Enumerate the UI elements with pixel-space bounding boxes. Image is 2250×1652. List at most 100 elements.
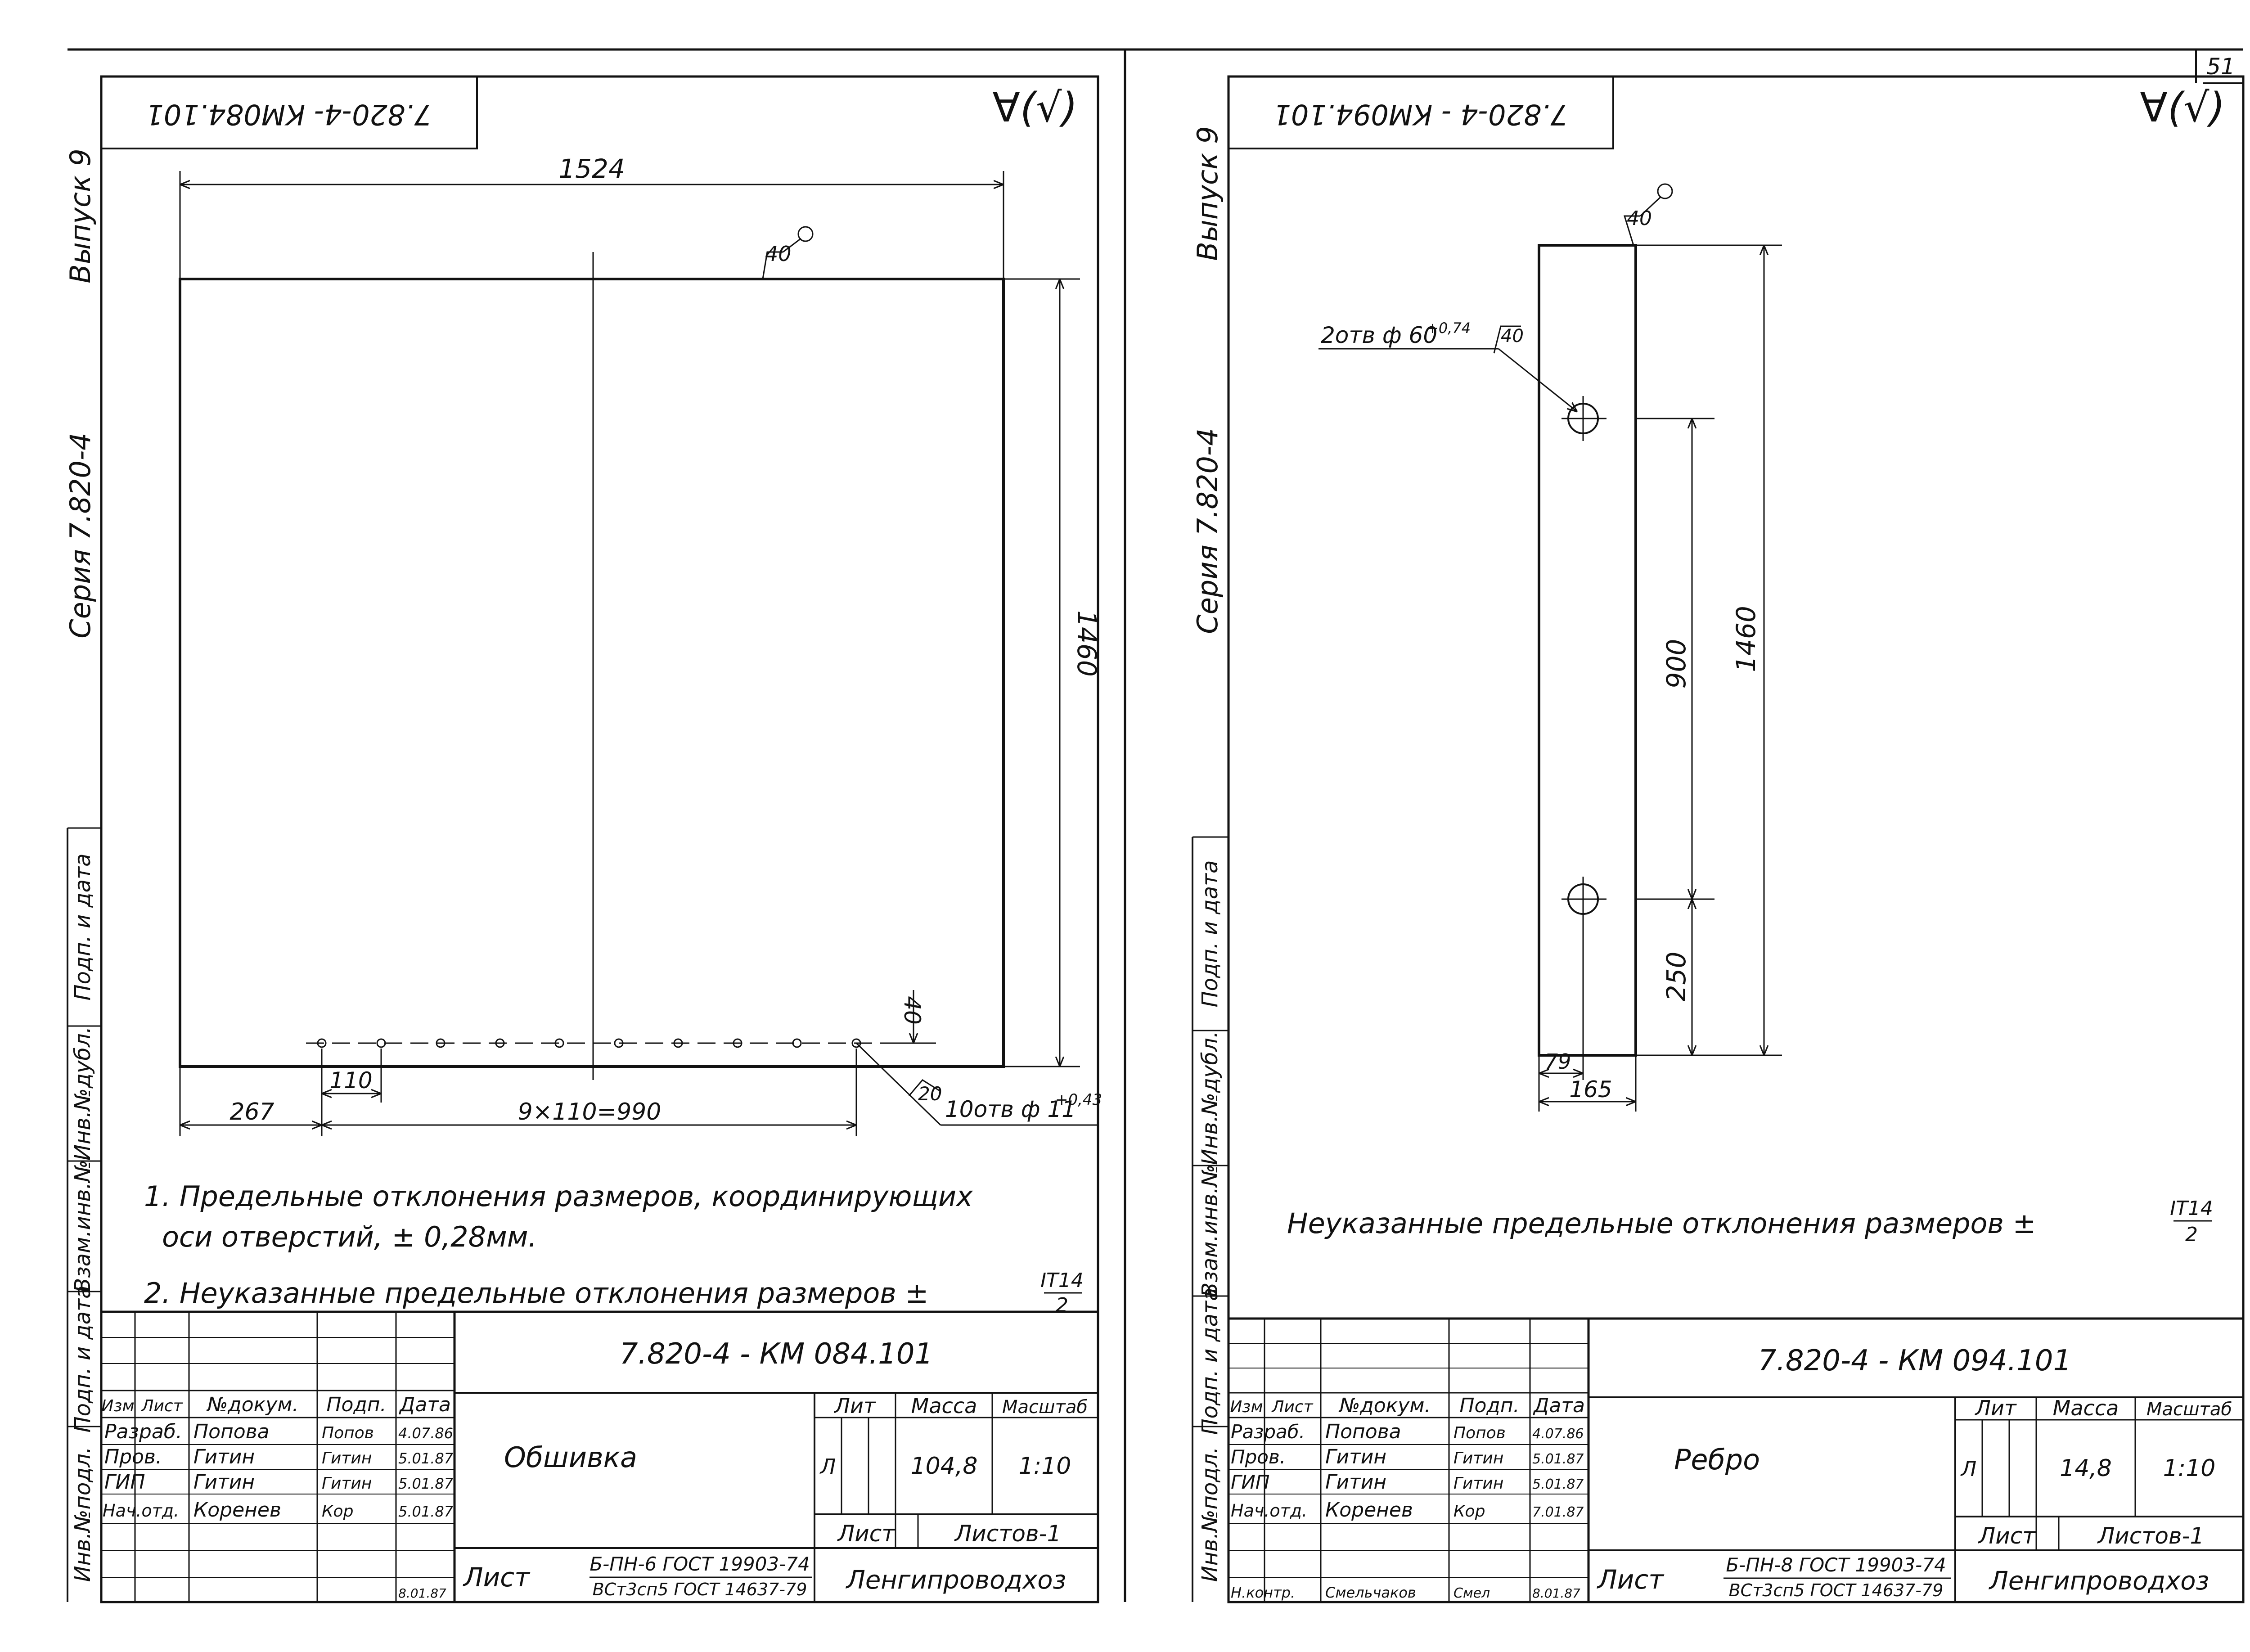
col-header-list: Лист <box>1271 1398 1313 1416</box>
row-date: 5.01.87 <box>1532 1476 1584 1492</box>
row-sign: Попов <box>1454 1424 1506 1442</box>
holes-tolerance: +0,43 <box>1055 1091 1102 1109</box>
stamp-label-inv-dubl: Инв.№дубл. <box>70 1026 95 1161</box>
note-frac-num: IT14 <box>2170 1197 2213 1220</box>
dim-edge-offset: 40 <box>899 996 925 1025</box>
dim-height: 1460 <box>1071 610 1102 677</box>
title-block: 7.820-4 - КМ 094.101 Изм Лист №докум. По… <box>1228 1317 2243 1602</box>
row-sign: Гитин <box>322 1449 372 1467</box>
row-person: Коренев <box>194 1499 281 1521</box>
dim-half-width: 79 <box>1545 1049 1571 1074</box>
scale-label: Масштаб <box>1002 1397 1088 1418</box>
stamp-label-inv-podl: Инв.№подл. <box>70 1447 95 1582</box>
lit-label: Лит <box>833 1394 876 1418</box>
stamp-label-podp-data-2: Подп. и дата <box>1197 860 1223 1008</box>
organization: Ленгипроводхоз <box>1989 1566 2210 1596</box>
stamp-label-inv-dubl: Инв.№дубл. <box>1197 1031 1223 1165</box>
title-block: 7.820-4 - КМ 084.101 Изм Лист №докум. По… <box>101 1310 1098 1602</box>
row-date: 8.01.87 <box>1532 1586 1580 1601</box>
dim-pitch-total: 9×110=990 <box>518 1098 662 1125</box>
row-person: Коренев <box>1325 1499 1413 1521</box>
weld-mark-top: 40 <box>765 242 792 266</box>
row-date: 4.07.86 <box>398 1425 453 1442</box>
lit-value: Л <box>819 1454 836 1479</box>
material-prefix: Лист <box>1597 1564 1665 1595</box>
holes-note: 2отв ф 60 <box>1321 322 1437 348</box>
scale-value: 1:10 <box>1019 1453 1071 1480</box>
row-date: 8.01.87 <box>398 1586 446 1601</box>
dim-bottom: 250 <box>1661 952 1692 1002</box>
row-person: Гитин <box>1325 1471 1386 1494</box>
dim-pitch: 110 <box>329 1067 372 1094</box>
dim-first-hole: 267 <box>230 1098 274 1125</box>
part-name: Обшивка <box>504 1441 637 1474</box>
note-2-frac-num: IT14 <box>1040 1269 1084 1292</box>
sheets-label: Листов-1 <box>954 1521 1062 1547</box>
row-person: Смельчаков <box>1325 1584 1416 1601</box>
roughness-symbol: ∀(√) <box>992 84 1077 131</box>
stamp-label-podp-data-2: Подп. и дата <box>70 854 95 1001</box>
mass-label: Масса <box>2053 1396 2119 1420</box>
row-role: ГИП <box>104 1471 145 1494</box>
row-date: 7.01.87 <box>1532 1504 1584 1520</box>
row-role: Пров. <box>1231 1446 1286 1468</box>
stamp-label-inv-podl: Инв.№подл. <box>1197 1447 1223 1582</box>
material-top: Б-ПН-6 ГОСТ 19903-74 <box>590 1553 810 1575</box>
col-header-data: Дата <box>399 1393 451 1416</box>
row-date: 5.01.87 <box>398 1503 454 1520</box>
col-header-dokum: №докум. <box>206 1393 299 1416</box>
side-stamp-column: Выпуск 9 Серия 7.820-4 Подп. и дата Инв.… <box>1191 126 1228 1602</box>
holes-note: 10отв ф 11 <box>945 1096 1076 1122</box>
row-sign: Гитин <box>322 1474 372 1493</box>
row-role: Нач.отд. <box>103 1501 179 1521</box>
row-sign: Попов <box>322 1424 374 1442</box>
title-doc-code: 7.820-4 - КМ 094.101 <box>1758 1344 2071 1377</box>
mass-value: 14,8 <box>2060 1455 2112 1482</box>
weld-mark-top: 40 <box>1627 207 1652 230</box>
row-role: Разраб. <box>104 1420 182 1443</box>
mirrored-doc-code: 7.820-4 - КМ094.101 <box>1274 98 1568 131</box>
issue-label: Выпуск 9 <box>64 149 97 283</box>
row-date: 5.01.87 <box>398 1475 454 1492</box>
roughness-symbol: ∀(√) <box>2140 84 2225 131</box>
row-sign: Смел <box>1454 1585 1490 1601</box>
lit-label: Лит <box>1974 1396 2016 1420</box>
stamp-label-podp-data: Подп. и дата <box>70 1286 95 1433</box>
row-role: Нач.отд. <box>1231 1501 1307 1521</box>
series-label: Серия 7.820-4 <box>64 432 97 638</box>
row-person: Гитин <box>194 1471 255 1494</box>
sheets-label: Листов-1 <box>2097 1523 2205 1549</box>
material-bottom: ВСт3сп5 ГОСТ 14637-79 <box>593 1580 807 1599</box>
row-date: 5.01.87 <box>398 1450 454 1467</box>
row-role: Разраб. <box>1231 1421 1305 1443</box>
col-header-izm: Изм <box>1230 1398 1263 1416</box>
weld-mark-holes: 20 <box>918 1083 942 1105</box>
row-sign: Кор <box>1454 1502 1485 1521</box>
lit-value: Л <box>1960 1457 1977 1481</box>
scale-label: Масштаб <box>2146 1399 2232 1420</box>
row-person: Гитин <box>1325 1445 1386 1468</box>
title-doc-code: 7.820-4 - КМ 084.101 <box>620 1337 933 1371</box>
row-role: ГИП <box>1231 1471 1269 1493</box>
mirrored-doc-code: 7.820-4- КМ084.101 <box>146 98 432 131</box>
row-sign: Кор <box>322 1502 353 1521</box>
left-sheet-obshivka: 7.820-4- КМ084.101 ∀(√) Выпуск 9 Серия 7… <box>64 75 1102 1603</box>
note-2: 2. Неуказанные предельные отклонения раз… <box>144 1277 928 1310</box>
series-label: Серия 7.820-4 <box>1191 428 1224 634</box>
right-sheet-rebro: 7.820-4 - КМ094.101 ∀(√) Выпуск 9 Серия … <box>1191 75 2245 1603</box>
dim-between-holes: 900 <box>1661 639 1692 689</box>
col-header-podp: Подп. <box>326 1393 386 1416</box>
row-role: Н.контр. <box>1231 1584 1295 1601</box>
mass-value: 104,8 <box>911 1453 978 1480</box>
rib-outline <box>1538 244 1637 1057</box>
dim-width: 165 <box>1569 1076 1612 1103</box>
stamp-label-vzam-inv: Взам.инв.№ <box>1197 1164 1223 1297</box>
col-header-dokum: №докум. <box>1338 1394 1431 1417</box>
material-top: Б-ПН-8 ГОСТ 19903-74 <box>1726 1554 1946 1576</box>
material-prefix: Лист <box>463 1562 531 1593</box>
material-bottom: ВСт3сп5 ГОСТ 14637-79 <box>1729 1580 1944 1600</box>
sheet-label: Лист <box>837 1521 896 1547</box>
plate-outline <box>179 278 1005 1068</box>
note-frac-den: 2 <box>2185 1223 2198 1246</box>
